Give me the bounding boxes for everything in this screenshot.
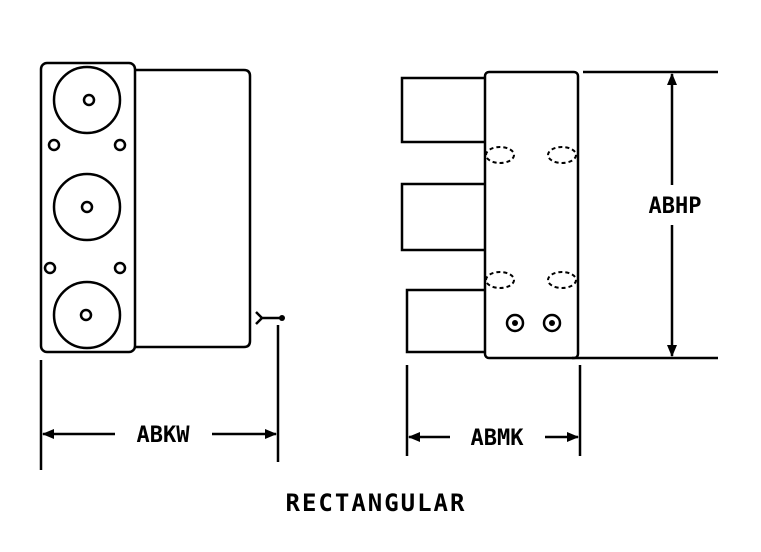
tabs — [400, 76, 485, 354]
width-label: ABKW — [137, 423, 191, 448]
height-dimension: ABHP — [572, 70, 718, 360]
body — [135, 68, 252, 349]
side-body — [483, 70, 580, 360]
side-view — [400, 70, 580, 360]
shape-caption: RECTANGULAR — [286, 489, 467, 517]
mounting-holes — [43, 138, 127, 275]
front-plate — [39, 61, 137, 354]
height-label: ABHP — [649, 194, 702, 219]
connector-circles — [52, 65, 122, 350]
depth-dimension: ABMK — [405, 365, 582, 456]
screws — [505, 313, 562, 333]
width-dimension: ABKW — [39, 325, 280, 470]
dashed-holes — [485, 146, 577, 289]
front-view — [39, 61, 285, 354]
depth-label: ABMK — [471, 426, 525, 451]
